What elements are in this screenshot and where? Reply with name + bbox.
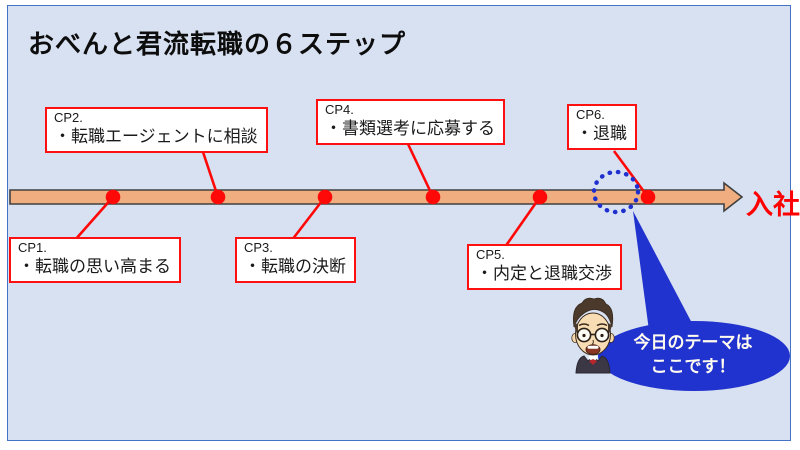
checkpoint-dot-icon (317, 189, 333, 205)
speech-bubble-tail (633, 211, 703, 344)
speech-bubble-line1: 今日のテーマは (633, 333, 753, 352)
checkpoint-dot-icon (105, 189, 121, 205)
speech-bubble-line2: ここです！ (650, 356, 736, 376)
cp1-label: ・転職の思い高まる (18, 256, 171, 276)
page-title: おべんと君流転職の６ステップ (28, 29, 407, 59)
connector-lines (74, 143, 650, 248)
cp2-id: CP2. (54, 110, 83, 125)
cp5-id: CP5. (476, 247, 505, 262)
cp6-callout-box: CP6. ・退職 (567, 104, 637, 151)
cp2-connector-line (201, 151, 220, 198)
cp2-label: ・転職エージェントに相談 (54, 126, 258, 146)
speech-bubble-icon (598, 321, 790, 391)
cp4-id: CP4. (325, 102, 354, 117)
checkpoint-dots (105, 189, 656, 205)
cp1-id: CP1. (18, 240, 47, 255)
cp3-label: ・転職の決断 (244, 256, 346, 276)
cp3-id: CP3. (244, 240, 273, 255)
timeline-arrow-icon (9, 181, 744, 213)
checkpoint-dot-icon (532, 189, 548, 205)
avatar-character-icon (571, 297, 615, 374)
cp6-id: CP6. (576, 107, 605, 122)
cp5-connector-line (503, 196, 542, 248)
checkpoint-dot-icon (640, 189, 656, 205)
cp2-callout-box: CP2. ・転職エージェントに相談 (45, 107, 268, 154)
cp3-connector-line (290, 196, 327, 241)
cp3-callout-box: CP3. ・転職の決断 (235, 237, 356, 284)
speech-bubble-text: 今日のテーマは ここです！ (602, 331, 784, 379)
cp5-label: ・内定と退職交渉 (476, 263, 612, 283)
cp4-connector-line (406, 143, 435, 198)
cp4-label: ・書類選考に応募する (325, 118, 495, 138)
timeline-end-label: 入社 (746, 190, 800, 220)
checkpoint-dot-icon (425, 189, 441, 205)
cp1-callout-box: CP1. ・転職の思い高まる (9, 237, 181, 284)
highlight-dotted-circle-icon (591, 169, 641, 215)
cp5-callout-box: CP5. ・内定と退職交渉 (467, 244, 622, 291)
cp6-label: ・退職 (576, 123, 627, 143)
cp1-connector-line (74, 196, 114, 241)
cp6-connector-line (612, 150, 650, 198)
cp4-callout-box: CP4. ・書類選考に応募する (316, 99, 505, 146)
checkpoint-dot-icon (210, 189, 226, 205)
